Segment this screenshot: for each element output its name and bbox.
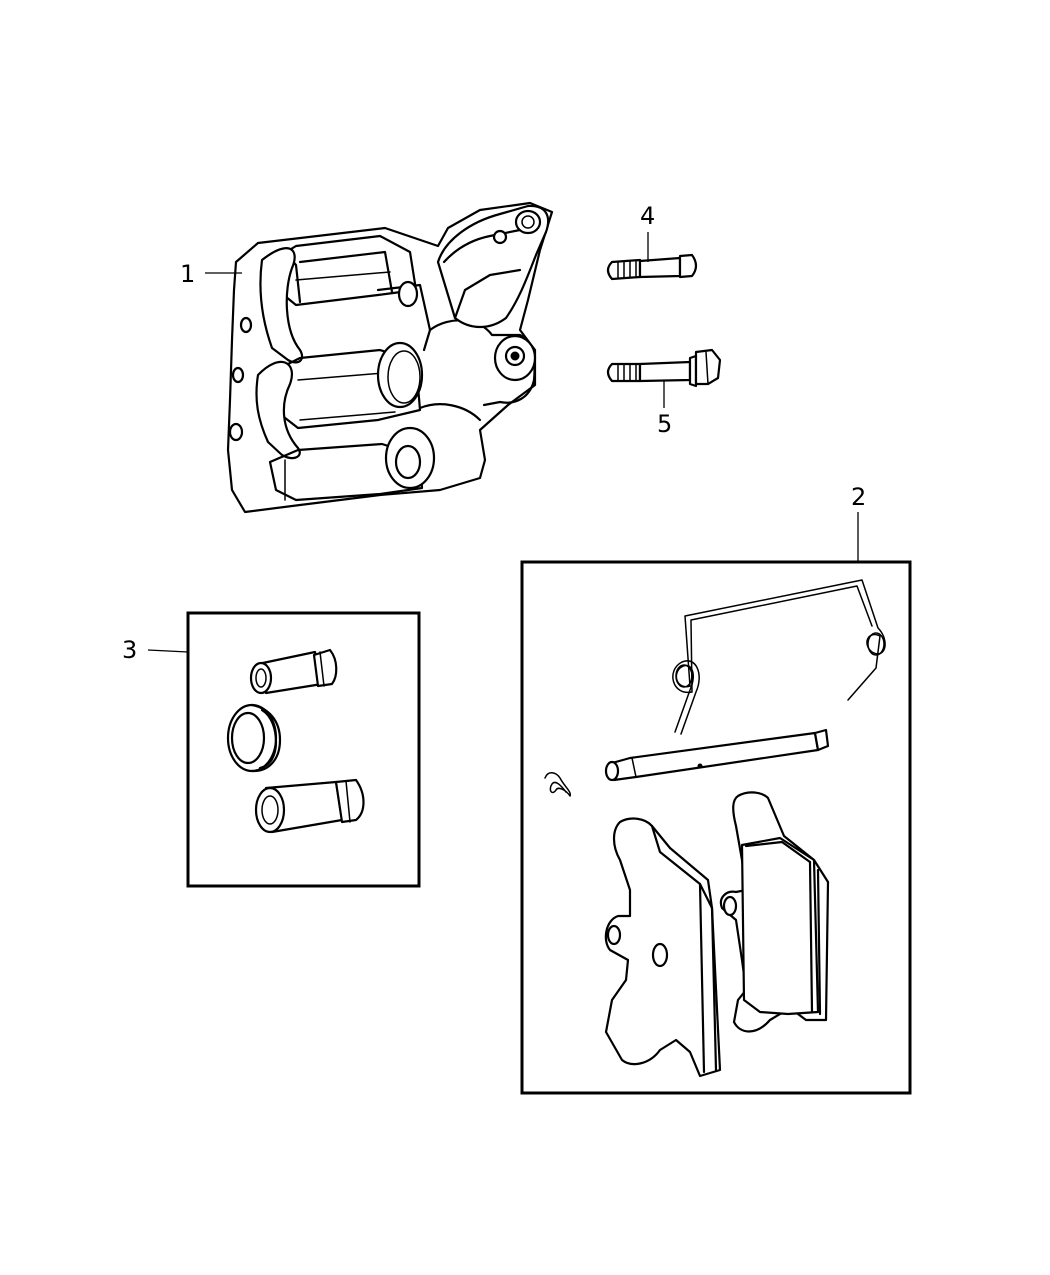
callout-5: 5 [657, 410, 672, 438]
retaining-clip [544, 772, 572, 797]
caliper-illustration [226, 201, 554, 514]
pin-boot-kit-box [186, 611, 421, 888]
guide-sleeve-upper [249, 648, 338, 695]
callout-3: 3 [122, 636, 137, 664]
retaining-pin [604, 728, 830, 782]
brake-pad-inner [604, 817, 722, 1078]
anti-rattle-spring [672, 579, 886, 735]
callout-4: 4 [640, 202, 655, 230]
leader-lines [147, 232, 859, 653]
callout-1: 1 [180, 260, 195, 288]
brake-pad-kit-box [520, 560, 912, 1095]
dust-boot [226, 703, 282, 773]
guide-bolt-short-illustration [606, 253, 698, 281]
guide-bolt-long-illustration [606, 348, 722, 388]
brake-pad-outer [719, 791, 830, 1033]
leader-3 [147, 649, 189, 653]
guide-sleeve-lower [254, 778, 365, 834]
callout-labels: 1 2 3 4 5 [122, 202, 866, 664]
callout-2: 2 [851, 483, 866, 511]
